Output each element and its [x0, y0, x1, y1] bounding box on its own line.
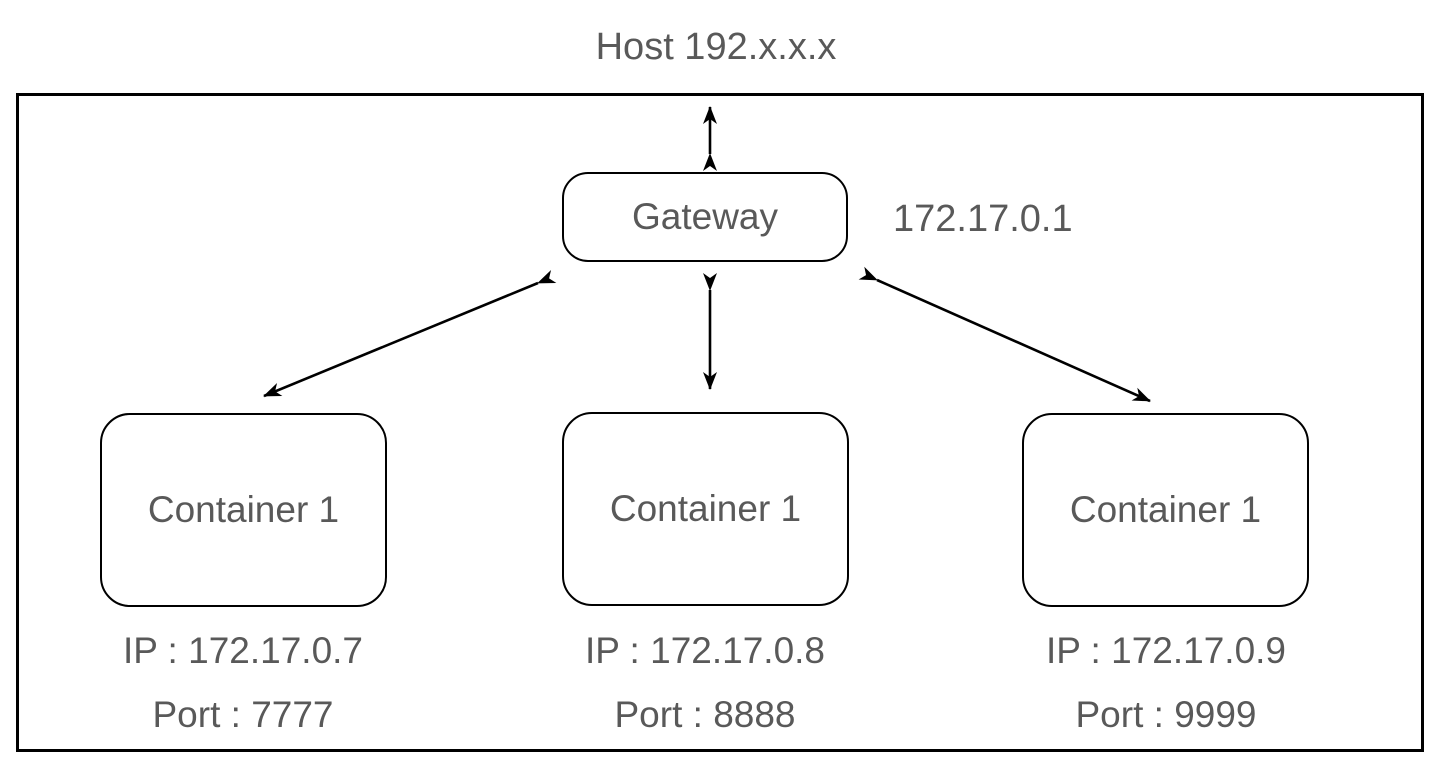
container-2-port-label: Port : 8888 — [614, 694, 796, 735]
container-1-ip-label: IP : 172.17.0.7 — [122, 630, 364, 671]
host-boundary-rect — [16, 93, 1424, 752]
container-1-port-label: Port : 7777 — [152, 694, 334, 735]
gateway-ip-label: 172.17.0.1 — [893, 198, 1073, 240]
host-title: Host 192.x.x.x — [595, 26, 837, 68]
gateway-node: Gateway — [562, 172, 848, 262]
gateway-label: Gateway — [631, 196, 778, 237]
container-3-port-label: Port : 9999 — [1075, 694, 1257, 735]
container-node-2: Container 1 — [562, 412, 849, 606]
container-node-1: Container 1 — [100, 413, 387, 607]
container-1-label: Container 1 — [147, 489, 340, 530]
container-node-3: Container 1 — [1022, 413, 1309, 607]
container-2-ip-label: IP : 172.17.0.8 — [584, 630, 826, 671]
container-3-ip-label: IP : 172.17.0.9 — [1045, 630, 1287, 671]
container-3-label: Container 1 — [1069, 489, 1262, 530]
container-2-label: Container 1 — [609, 488, 802, 529]
